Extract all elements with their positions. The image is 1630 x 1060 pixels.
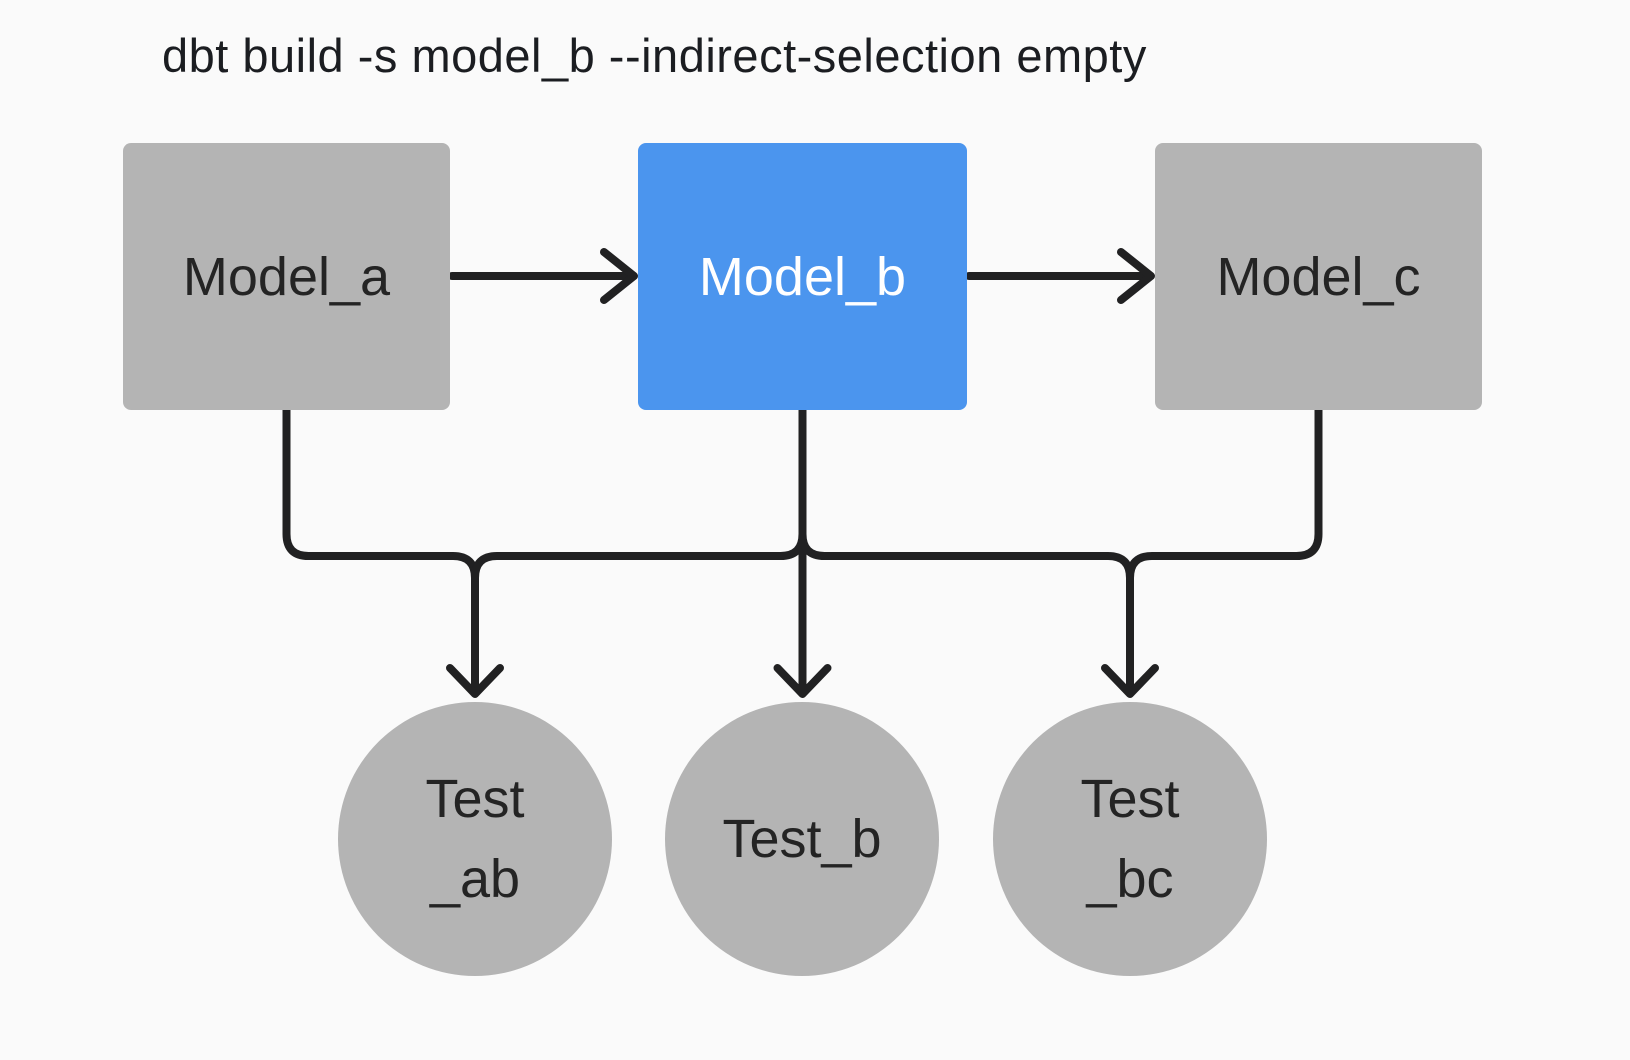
node-model-c-label: Model_c	[1216, 246, 1421, 307]
edge-model-a-to-test-ab	[282, 406, 479, 690]
node-model-c: Model_c	[1155, 143, 1482, 410]
edge-model-c-to-test-bc	[1126, 406, 1323, 582]
node-test-bc: Test _bc	[993, 702, 1267, 976]
node-test-b: Test_b	[665, 702, 939, 976]
edge-model-b-to-test-ab	[471, 406, 807, 582]
arrowhead-right-icon	[1117, 248, 1155, 304]
arrowhead-down-icon	[1101, 664, 1159, 698]
node-model-a-label: Model_a	[182, 246, 391, 307]
edge-model-b-to-test-bc	[798, 406, 1134, 690]
node-model-a: Model_a	[123, 143, 450, 410]
node-test-bc-label-line2: _bc	[1086, 849, 1174, 909]
diagram-title: dbt build -s model_b --indirect-selectio…	[162, 29, 1147, 82]
node-test-ab-label-line2: _ab	[429, 849, 521, 909]
node-test-bc-label-line1: Test	[1080, 769, 1180, 829]
node-test-ab-label-line1: Test	[425, 769, 525, 829]
node-test-b-label-line1: Test_b	[722, 809, 882, 869]
node-test-ab: Test _ab	[338, 702, 612, 976]
arrowhead-down-icon	[773, 664, 832, 698]
node-model-b-selected: Model_b	[638, 143, 967, 410]
node-model-b-label: Model_b	[698, 246, 907, 307]
arrowhead-down-icon	[446, 664, 504, 698]
arrowhead-right-icon	[600, 248, 638, 304]
